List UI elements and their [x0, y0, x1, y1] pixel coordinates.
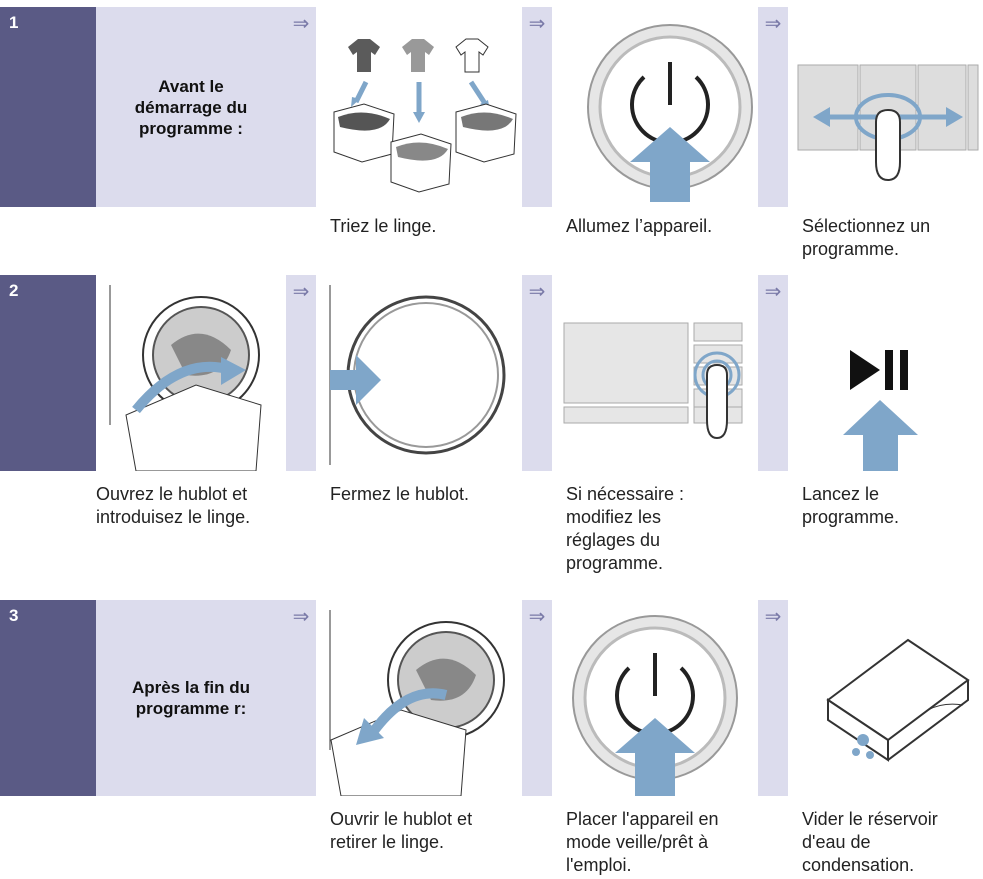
- play-pause-icon: [788, 275, 983, 471]
- step-caption: Lancez le programme.: [802, 484, 900, 527]
- step-caption: Fermez le hublot.: [330, 484, 470, 504]
- arrow-strip: [522, 7, 552, 207]
- step-title: Avant le démarrage du programme :: [134, 76, 248, 138]
- step-row-2: 2 ⇒ ⇒: [0, 275, 983, 471]
- sort-laundry-icon: [316, 7, 522, 207]
- step-caption: Ouvrez le hublot et introduisez le linge…: [96, 484, 251, 527]
- program-swipe-icon: [788, 7, 983, 207]
- arrow-strip: [758, 600, 788, 796]
- step-title-area: [96, 7, 286, 207]
- power-button-icon: [552, 600, 758, 796]
- arrow-strip: [286, 7, 316, 207]
- arrow-strip: [758, 7, 788, 207]
- display-touch-icon: [552, 275, 758, 471]
- arrow-icon: ⇒: [764, 281, 782, 303]
- step-number: 1: [0, 7, 96, 207]
- arrow-icon: ⇒: [764, 606, 782, 628]
- empty-water-tank-icon: [788, 600, 983, 796]
- step-number: 3: [0, 600, 96, 796]
- step-caption: Si nécessaire : modifiez les réglages du…: [566, 484, 685, 573]
- unload-laundry-icon: [316, 600, 522, 796]
- arrow-strip: [522, 275, 552, 471]
- step-caption: Ouvrir le hublot et retirer le linge.: [330, 809, 473, 852]
- step-title: Après la fin du programme r:: [131, 678, 251, 718]
- close-door-icon: [316, 275, 522, 471]
- arrow-strip: [758, 275, 788, 471]
- step-number: 2: [0, 275, 96, 471]
- arrow-strip: [286, 600, 316, 796]
- arrow-icon: ⇒: [292, 13, 310, 35]
- step-title-area: [96, 600, 286, 796]
- step-caption: Vider le réservoir d'eau de condensation…: [802, 809, 938, 875]
- step-caption: Sélectionnez un programme.: [802, 216, 931, 259]
- arrow-icon: ⇒: [528, 606, 546, 628]
- load-laundry-icon: [96, 275, 286, 471]
- power-button-icon: [552, 7, 788, 207]
- step-caption: Allumez l’appareil.: [566, 216, 713, 236]
- arrow-strip: [522, 600, 552, 796]
- step-caption: Triez le linge.: [330, 216, 437, 236]
- arrow-icon: ⇒: [528, 281, 546, 303]
- arrow-icon: ⇒: [292, 281, 310, 303]
- arrow-strip: [286, 275, 316, 471]
- step-caption: Placer l'appareil en mode veille/prêt à …: [566, 809, 719, 875]
- arrow-icon: ⇒: [528, 13, 546, 35]
- arrow-icon: ⇒: [292, 606, 310, 628]
- step-row-3: 3 Après la fin du programme r: ⇒ ⇒ ⇒: [0, 600, 983, 796]
- step-row-1: 1 Avant le démarrage du programme : ⇒ ⇒: [0, 7, 983, 207]
- arrow-icon: ⇒: [764, 13, 782, 35]
